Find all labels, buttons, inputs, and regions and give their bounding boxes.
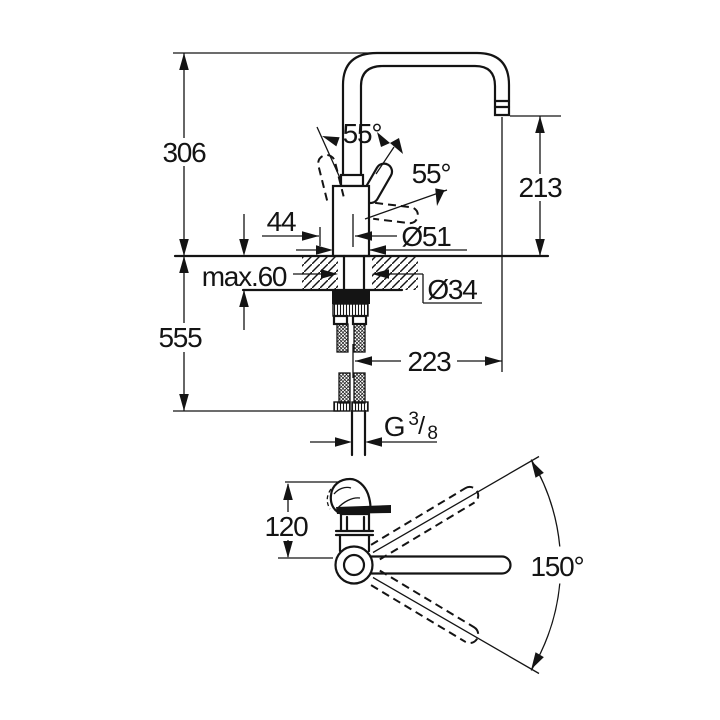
arrow xyxy=(302,231,319,241)
spout-collar xyxy=(339,173,365,188)
top-view-faucet: 120 150° xyxy=(264,455,585,675)
dim-55a-label: 55° xyxy=(343,118,382,149)
arrow xyxy=(485,356,502,366)
dim-55b-label: 55° xyxy=(412,158,451,189)
arrow xyxy=(179,239,189,256)
arrow xyxy=(179,256,189,273)
arrow xyxy=(365,437,382,447)
dim-34-label: Ø34 xyxy=(427,274,477,305)
braided-hose-left-lower xyxy=(338,372,351,404)
side-view-faucet xyxy=(316,51,511,258)
shank-through-deck xyxy=(342,254,366,294)
dim-max60-label: max.60 xyxy=(202,261,287,292)
spout-tube xyxy=(341,51,511,180)
thread-denominator: 8 xyxy=(427,423,437,444)
braided-hose-right-upper xyxy=(353,323,366,353)
braided-hose-right-lower xyxy=(353,372,366,404)
hose-nut-right xyxy=(351,401,369,412)
dim-line-120 xyxy=(278,481,341,559)
faucet-body xyxy=(331,184,371,258)
arrow xyxy=(179,53,189,70)
side-view-dimensions: 306 555 213 55° 55° 44 Ø51 max.60 Ø34 2 xyxy=(158,52,563,447)
arrow xyxy=(527,652,544,672)
braided-hose-left-upper xyxy=(336,323,349,353)
knurled-ring xyxy=(332,303,369,317)
spout-position-lower xyxy=(370,569,480,645)
thread-size-label: G 3 / 8 xyxy=(384,409,439,444)
under-deck-hardware xyxy=(332,291,370,457)
arrow xyxy=(316,245,333,255)
thread-numerator: 3 xyxy=(408,409,418,430)
hose-fitting-right xyxy=(351,314,368,326)
arrow xyxy=(283,483,293,500)
dim-213-label: 213 xyxy=(518,172,562,203)
swivel-angle-lines xyxy=(372,455,540,675)
swivel-base-inner xyxy=(342,553,366,577)
dim-306-label: 306 xyxy=(162,137,206,168)
arrow xyxy=(535,116,545,133)
arrow xyxy=(369,245,386,255)
arrow xyxy=(239,239,249,256)
knob-dashed-edge xyxy=(326,488,332,510)
supply-pipe xyxy=(350,409,367,457)
angle-bowtie-b xyxy=(390,138,403,154)
arrow xyxy=(527,458,544,478)
arrow xyxy=(239,290,249,307)
arrow xyxy=(535,239,545,256)
cartridge-block xyxy=(334,512,375,553)
swivel-base-outer xyxy=(334,545,374,585)
arrow xyxy=(335,437,352,447)
aerator-ring xyxy=(493,99,511,109)
dim-51-label: Ø51 xyxy=(401,221,451,252)
arrow xyxy=(283,541,293,558)
spout-position-upper xyxy=(370,485,480,561)
angle-bowtie-a xyxy=(377,132,390,147)
lever-handle-open-position xyxy=(373,201,419,225)
dim-44-label: 44 xyxy=(267,206,296,237)
dim-line-34 xyxy=(293,273,482,304)
dim-150-label: 150° xyxy=(530,551,583,582)
dim-555-label: 555 xyxy=(158,322,202,353)
hose-fitting-left xyxy=(332,314,349,326)
dim-223-label: 223 xyxy=(407,346,451,377)
arrow xyxy=(355,356,372,366)
lever-paddle-bar xyxy=(336,505,391,514)
thread-g: G xyxy=(384,411,405,442)
angle-arrow-left xyxy=(320,131,340,147)
angle-construction-lines xyxy=(316,126,448,220)
arrow xyxy=(179,394,189,411)
spout-top-view xyxy=(370,555,512,575)
mounting-nut xyxy=(332,291,370,304)
dim-120-label: 120 xyxy=(264,511,308,542)
angle-arrow-right xyxy=(432,188,445,207)
hose-nut-left xyxy=(333,401,351,412)
thread-slash: / xyxy=(418,412,425,440)
